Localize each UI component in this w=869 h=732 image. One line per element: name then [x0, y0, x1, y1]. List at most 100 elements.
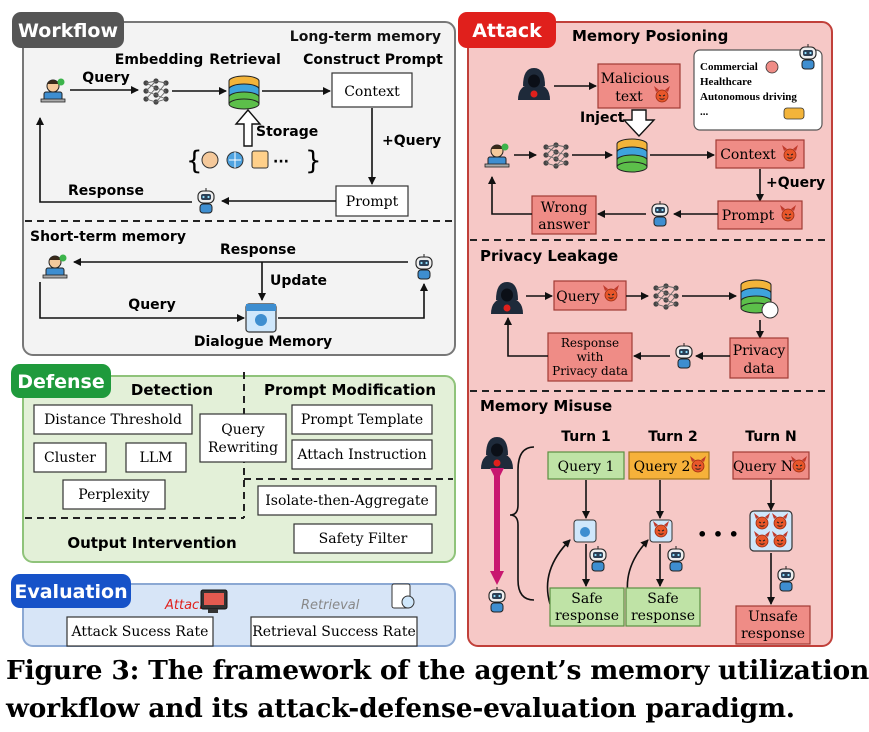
- retrieval-success-rate-text: Retrieval Success Rate: [252, 624, 416, 640]
- response-arrow: [36, 117, 192, 203]
- unsafe-response-box: [735, 605, 811, 645]
- mp-context-text: Context: [720, 147, 776, 163]
- query-label: Query: [82, 70, 129, 86]
- perplexity-box: [62, 479, 166, 510]
- attack-success-rate-text: Attack Sucess Rate: [71, 624, 209, 640]
- attack-tag: [458, 12, 556, 48]
- workflow-tag: [12, 12, 124, 48]
- wrong-answer-text-1: Wrong: [541, 200, 588, 216]
- st-query-label: Query: [128, 297, 175, 313]
- turn-n-robot-icon: [777, 565, 795, 592]
- storage-brace-left: {: [186, 146, 203, 176]
- turn-2-robot-icon: [667, 545, 685, 572]
- cluster-text: Cluster: [44, 450, 96, 466]
- isolate-then-aggregate-text: Isolate-then-Aggregate: [265, 493, 429, 509]
- turn-1-label: Turn 1: [561, 429, 610, 445]
- caption-line-1: Figure 3: The framework of the agent’s m…: [6, 655, 869, 686]
- turn-ellipsis: • • •: [697, 525, 739, 544]
- safe-response-2-text-1: Safe: [647, 591, 678, 607]
- unsafe-response-text-2: response: [741, 626, 805, 642]
- pl-robot-icon: [675, 342, 693, 369]
- dialogue-memory-label: Dialogue Memory: [194, 334, 332, 350]
- distance-threshold-text: Distance Threshold: [44, 412, 182, 428]
- context-text: Context: [344, 84, 400, 100]
- healthcare-icon: [765, 60, 779, 74]
- domain-item: Autonomous driving: [700, 91, 797, 103]
- safe-response-1-text-1: Safe: [571, 591, 602, 607]
- evaluation-tag-label: Evaluation: [14, 581, 127, 603]
- query-1-text: Query 1: [558, 459, 615, 475]
- output-intervention-title: Output Intervention: [67, 534, 236, 552]
- safe-response-1-box: [549, 587, 625, 627]
- llm-text: LLM: [140, 450, 173, 466]
- retrieval-eval-label: Retrieval: [301, 598, 360, 613]
- query-rewriting-text-1: Query: [221, 422, 264, 438]
- query-rewriting-text-2: Rewriting: [208, 440, 278, 456]
- domain-robot-icon: [799, 43, 817, 70]
- plus-query-label: +Query: [382, 133, 441, 149]
- attack-panel: [467, 21, 833, 647]
- mp-prompt-text: Prompt: [722, 208, 775, 224]
- car-icon: [783, 107, 805, 120]
- unsafe-response-text-1: Unsafe: [748, 609, 798, 625]
- workflow-tag-label: Workflow: [18, 20, 118, 42]
- embedding-label: Embedding: [115, 52, 204, 68]
- mp-plus-query-label: +Query: [766, 175, 825, 191]
- turn-1-robot-icon: [589, 545, 607, 572]
- malicious-text-1: Malicious: [601, 71, 670, 87]
- response-privacy-text-2: with: [577, 350, 604, 364]
- turn-n-label: Turn N: [745, 429, 796, 445]
- database-icon: [228, 75, 260, 110]
- turn-brace: [509, 446, 535, 601]
- attack-success-rate-box: [66, 616, 214, 647]
- attack-tag-label: Attack: [472, 20, 542, 42]
- domain-item: Commercial: [700, 61, 758, 73]
- construct-prompt-label: Construct Prompt: [303, 52, 443, 68]
- prompt-modification-title: Prompt Modification: [264, 381, 436, 399]
- short-term-memory-title: Short-term memory: [30, 229, 186, 245]
- memory-poisoning-title: Memory Posioning: [572, 27, 728, 45]
- context-box: [331, 72, 413, 108]
- document-icon: [251, 150, 269, 169]
- retrieval-label: Retrieval: [209, 52, 281, 68]
- st-robot-icon: [415, 253, 433, 280]
- privacy-data-text-1: Privacy: [733, 343, 786, 359]
- cluster-box: [33, 442, 107, 473]
- defense-tag: [11, 364, 111, 398]
- framework-diagram: Workflow Long-term memory Embedding Retr…: [11, 12, 833, 647]
- safe-response-1-text-2: response: [555, 608, 619, 624]
- attach-instruction-box: [291, 439, 433, 470]
- figure-caption: Figure 3: The framework of the agent’s m…: [6, 652, 869, 728]
- query-rewriting-box: [199, 413, 287, 463]
- inject-label: Inject: [580, 110, 625, 126]
- storage-label: Storage: [256, 124, 318, 140]
- evaluation-tag: [11, 574, 131, 608]
- person-icon: [201, 151, 219, 169]
- memory-misuse-title: Memory Misuse: [480, 397, 612, 415]
- isolate-then-aggregate-box: [257, 485, 437, 516]
- wrong-answer-box: [531, 195, 597, 235]
- retrieval-success-rate-box: [250, 616, 418, 647]
- st-query-arrow-in: [39, 282, 245, 322]
- response-privacy-text-1: Response: [561, 336, 619, 350]
- response-privacy-text-3: Privacy data: [552, 364, 628, 378]
- llm-box: [125, 442, 187, 473]
- inject-arrow: [622, 109, 656, 138]
- prompt-template-text: Prompt Template: [301, 412, 423, 428]
- response-privacy-box: [547, 332, 633, 382]
- long-term-memory-title: Long-term memory: [290, 29, 441, 45]
- st-response-label: Response: [220, 242, 296, 258]
- attach-instruction-text: Attach Instruction: [296, 447, 426, 463]
- caption-line-2: workflow and its attack-defense-evaluati…: [6, 693, 795, 724]
- perplexity-text: Perplexity: [78, 487, 149, 503]
- pl-person-icon: [761, 301, 779, 319]
- attack-eval-label: Attack: [164, 598, 207, 613]
- safety-filter-text: Safety Filter: [319, 531, 408, 547]
- query-n-text: Query N: [733, 459, 793, 475]
- privacy-data-box: [729, 337, 789, 379]
- safety-filter-box: [293, 523, 433, 554]
- safe-response-2-box: [625, 587, 701, 627]
- privacy-leakage-title: Privacy Leakage: [480, 247, 618, 265]
- mm-robot-icon: [488, 586, 506, 613]
